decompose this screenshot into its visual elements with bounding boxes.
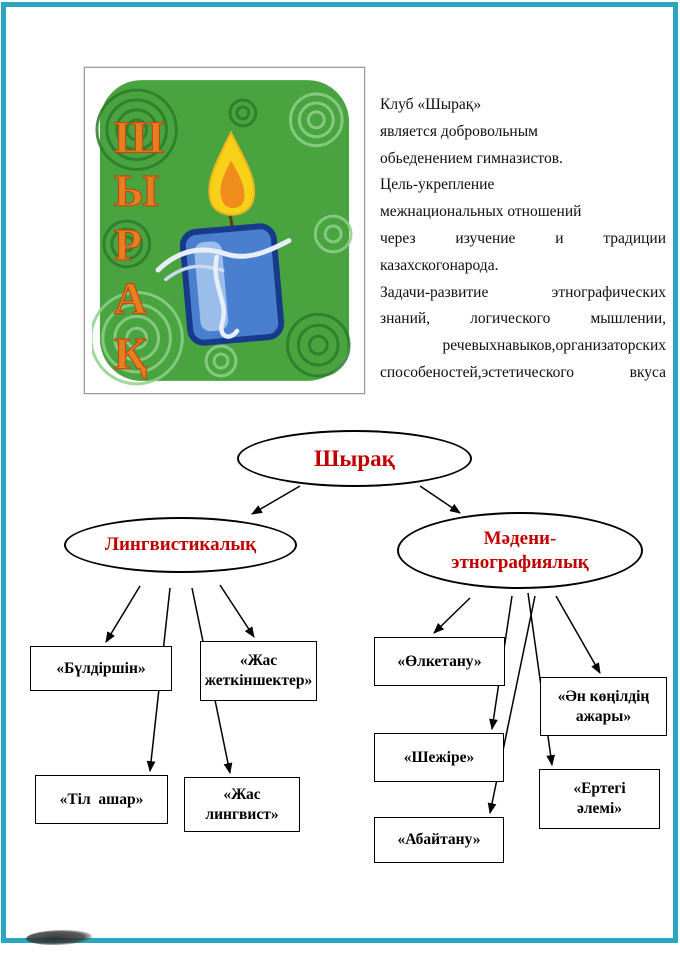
- leaf-box-label: «Өлкетану»: [397, 652, 482, 670]
- logo-vertical-letter: Р: [114, 219, 142, 270]
- leaf-box-ertegi-alemi: «Ертегі әлемі»: [539, 769, 660, 829]
- root-node-shyrak: Шырақ: [237, 430, 472, 487]
- description-line: обьеденением гимназистов.: [380, 149, 563, 167]
- leaf-box-label: «Ән көңілдің ажары»: [557, 687, 654, 725]
- leaf-box-label: «Ертегі әлемі»: [573, 780, 630, 817]
- swirl-pattern: [92, 88, 353, 386]
- leaf-box-label: «Абайтану»: [397, 831, 481, 848]
- candle-emblem-icon: Ш Ы Р А Қ: [92, 80, 353, 386]
- description-line: является добровольным: [380, 122, 538, 140]
- branch-node-label: Лингвистикалық: [104, 534, 257, 555]
- candle-body-icon: [155, 223, 292, 346]
- branch-node-cultural-ethnographic: Мәдени-этнографиялық: [397, 512, 643, 589]
- description-line: межнациональных отношений: [380, 203, 582, 221]
- description-line: Цель-укрепление: [380, 176, 495, 194]
- description-line: через изучение и традиции: [380, 229, 666, 247]
- leaf-box-label: «Бүлдіршін»: [56, 659, 146, 677]
- logo-vertical-letter: А: [114, 272, 147, 323]
- leaf-box-label: «Тіл ашар»: [59, 790, 144, 808]
- description-line: знаний, логического мышлении,: [380, 310, 666, 328]
- branch-node-label: Мәдени-этнографиялық: [451, 527, 589, 573]
- leaf-box-label: «Жас лингвист»: [205, 785, 279, 823]
- leaf-box-shezhire: «Шежіре»: [374, 733, 504, 782]
- description-line: речевыхнавыков,организаторских: [442, 337, 666, 355]
- logo-vertical-letter: Ш: [114, 112, 164, 163]
- leaf-box-an-konildin-azhary: «Ән көңілдің ажары»: [540, 677, 667, 736]
- club-logo: Ш Ы Р А Қ: [84, 67, 365, 394]
- logo-vertical-letter: Ы: [114, 165, 159, 216]
- flame-icon: [208, 130, 256, 216]
- leaf-box-abaitanu: «Абайтану»: [374, 817, 504, 863]
- branch-node-linguistic: Лингвистикалық: [64, 517, 297, 573]
- description-line: способеностей,эстетического вкуса: [380, 363, 666, 381]
- leaf-box-zhas-zhetkinshekter: «Жас жеткіншектер»: [200, 641, 317, 701]
- club-description: Клуб «Шырақ» является добровольным обьед…: [380, 92, 666, 387]
- leaf-box-olketanu: «Өлкетану»: [374, 637, 505, 686]
- leaf-box-buldirshin: «Бүлдіршін»: [30, 646, 172, 691]
- description-line: казахскогонарода.: [380, 256, 499, 274]
- leaf-box-label: «Жас жеткіншектер»: [204, 652, 313, 689]
- description-line: Задачи-развитие этнографических: [380, 283, 666, 301]
- leaf-box-zhas-lingvist: «Жас лингвист»: [184, 777, 300, 832]
- logo-vertical-letters: Ш Ы Р А Қ: [113, 111, 164, 380]
- leaf-box-til-ashar: «Тіл ашар»: [35, 775, 168, 824]
- scan-artifact: [25, 928, 93, 947]
- logo-vertical-letter: Қ: [114, 328, 147, 379]
- leaf-box-label: «Шежіре»: [403, 748, 475, 766]
- root-node-label: Шырақ: [314, 445, 395, 471]
- description-line: Клуб «Шырақ»: [380, 96, 482, 113]
